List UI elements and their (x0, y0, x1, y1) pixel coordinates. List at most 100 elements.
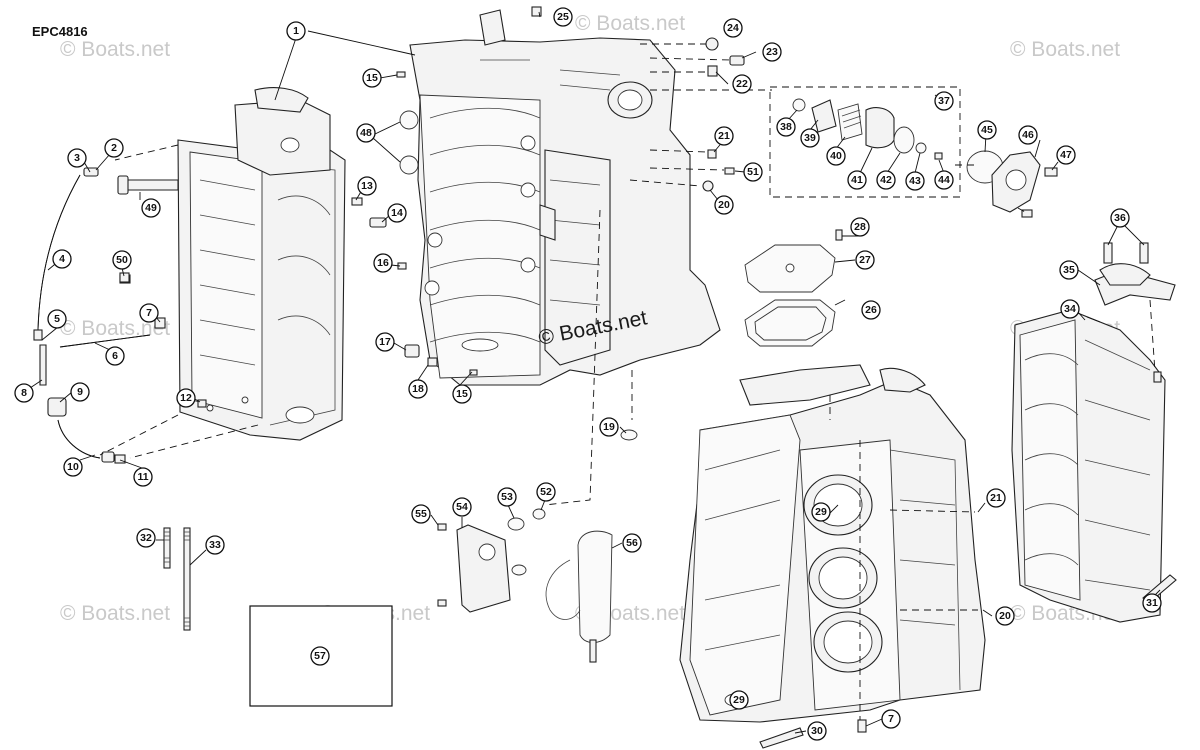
watermark: © Boats.net (1010, 38, 1120, 61)
svg-text:10: 10 (67, 461, 79, 473)
bracket-and-tool (437, 508, 613, 663)
callout-32[interactable]: 32 (136, 528, 156, 548)
callout-43[interactable]: 43 (905, 171, 925, 191)
callout-7-bottom[interactable]: 7 (881, 709, 901, 729)
callout-17[interactable]: 17 (375, 332, 395, 352)
callout-47[interactable]: 47 (1056, 145, 1076, 165)
svg-text:53: 53 (501, 491, 513, 503)
callout-38[interactable]: 38 (776, 117, 796, 137)
callout-37[interactable]: 37 (934, 91, 954, 111)
svg-text:22: 22 (736, 78, 748, 90)
callout-3[interactable]: 3 (67, 148, 87, 168)
studs (163, 527, 191, 631)
callout-13[interactable]: 13 (357, 176, 377, 196)
callout-51[interactable]: 51 (743, 162, 763, 182)
callout-41[interactable]: 41 (847, 170, 867, 190)
callout-20-bottom[interactable]: 20 (995, 606, 1015, 626)
callout-33[interactable]: 33 (205, 535, 225, 555)
svg-text:27: 27 (859, 254, 871, 266)
svg-text:33: 33 (209, 539, 221, 551)
svg-text:31: 31 (1146, 597, 1158, 609)
callout-22[interactable]: 22 (732, 74, 752, 94)
watermark: © Boats.net (60, 38, 170, 61)
svg-text:12: 12 (180, 392, 192, 404)
crankcase-lower (679, 364, 986, 723)
svg-text:14: 14 (391, 207, 403, 219)
callout-1[interactable]: 1 (286, 21, 306, 41)
callout-28[interactable]: 28 (850, 217, 870, 237)
callout-53[interactable]: 53 (497, 487, 517, 507)
svg-text:36: 36 (1114, 212, 1126, 224)
callout-56[interactable]: 56 (622, 533, 642, 553)
callout-9[interactable]: 9 (70, 382, 90, 402)
callout-5[interactable]: 5 (47, 309, 67, 329)
svg-text:51: 51 (747, 166, 759, 178)
svg-text:5: 5 (54, 313, 60, 325)
svg-text:57: 57 (314, 650, 326, 662)
callout-42[interactable]: 42 (876, 170, 896, 190)
callout-19[interactable]: 19 (599, 417, 619, 437)
callout-54[interactable]: 54 (452, 497, 472, 517)
svg-text:50: 50 (116, 254, 128, 266)
callout-48[interactable]: 48 (356, 123, 376, 143)
svg-text:44: 44 (938, 174, 950, 186)
svg-text:29: 29 (733, 694, 745, 706)
callout-31[interactable]: 31 (1142, 593, 1162, 613)
callout-14[interactable]: 14 (387, 203, 407, 223)
svg-text:40: 40 (830, 150, 842, 162)
callout-26[interactable]: 26 (861, 300, 881, 320)
callout-25[interactable]: 25 (553, 7, 573, 27)
callout-23[interactable]: 23 (762, 42, 782, 62)
callout-7-left[interactable]: 7 (139, 303, 159, 323)
callout-20-top[interactable]: 20 (714, 195, 734, 215)
svg-text:37: 37 (938, 95, 950, 107)
svg-text:20: 20 (999, 610, 1011, 622)
callout-4[interactable]: 4 (52, 249, 72, 269)
callout-24[interactable]: 24 (723, 18, 743, 38)
o-rings (399, 110, 638, 441)
callout-55[interactable]: 55 (411, 504, 431, 524)
svg-text:28: 28 (854, 221, 866, 233)
callout-39[interactable]: 39 (800, 128, 820, 148)
callout-11[interactable]: 11 (133, 467, 153, 487)
callout-45[interactable]: 45 (977, 120, 997, 140)
svg-text:48: 48 (360, 127, 372, 139)
callout-46[interactable]: 46 (1018, 125, 1038, 145)
callout-15-top[interactable]: 15 (362, 68, 382, 88)
callout-49[interactable]: 49 (141, 198, 161, 218)
callout-35[interactable]: 35 (1059, 260, 1079, 280)
callout-6[interactable]: 6 (105, 346, 125, 366)
callout-12[interactable]: 12 (176, 388, 196, 408)
callout-16[interactable]: 16 (373, 253, 393, 273)
svg-text:18: 18 (412, 383, 424, 395)
svg-text:38: 38 (780, 121, 792, 133)
callout-10[interactable]: 10 (63, 457, 83, 477)
callout-57[interactable]: 57 (310, 646, 330, 666)
callout-21-top[interactable]: 21 (714, 126, 734, 146)
svg-text:4: 4 (59, 253, 65, 265)
callout-52[interactable]: 52 (536, 482, 556, 502)
callout-40[interactable]: 40 (826, 146, 846, 166)
callout-44[interactable]: 44 (934, 170, 954, 190)
callout-15-bottom[interactable]: 15 (452, 384, 472, 404)
svg-text:3: 3 (74, 152, 80, 164)
callout-29-top[interactable]: 29 (811, 502, 831, 522)
callout-34[interactable]: 34 (1060, 299, 1080, 319)
callout-50[interactable]: 50 (112, 250, 132, 270)
callout-8[interactable]: 8 (14, 383, 34, 403)
callout-29-bottom[interactable]: 29 (729, 690, 749, 710)
callout-21-bottom[interactable]: 21 (986, 488, 1006, 508)
callout-30[interactable]: 30 (807, 721, 827, 741)
callout-18[interactable]: 18 (408, 379, 428, 399)
small-fasteners (119, 6, 745, 408)
svg-text:2: 2 (111, 142, 117, 154)
svg-text:13: 13 (361, 180, 373, 192)
callout-2[interactable]: 2 (104, 138, 124, 158)
callout-27[interactable]: 27 (855, 250, 875, 270)
cylinder-block-upper (409, 9, 721, 386)
svg-text:52: 52 (540, 486, 552, 498)
svg-text:45: 45 (981, 124, 993, 136)
svg-text:41: 41 (851, 174, 863, 186)
callout-36[interactable]: 36 (1110, 208, 1130, 228)
svg-text:6: 6 (112, 350, 118, 362)
